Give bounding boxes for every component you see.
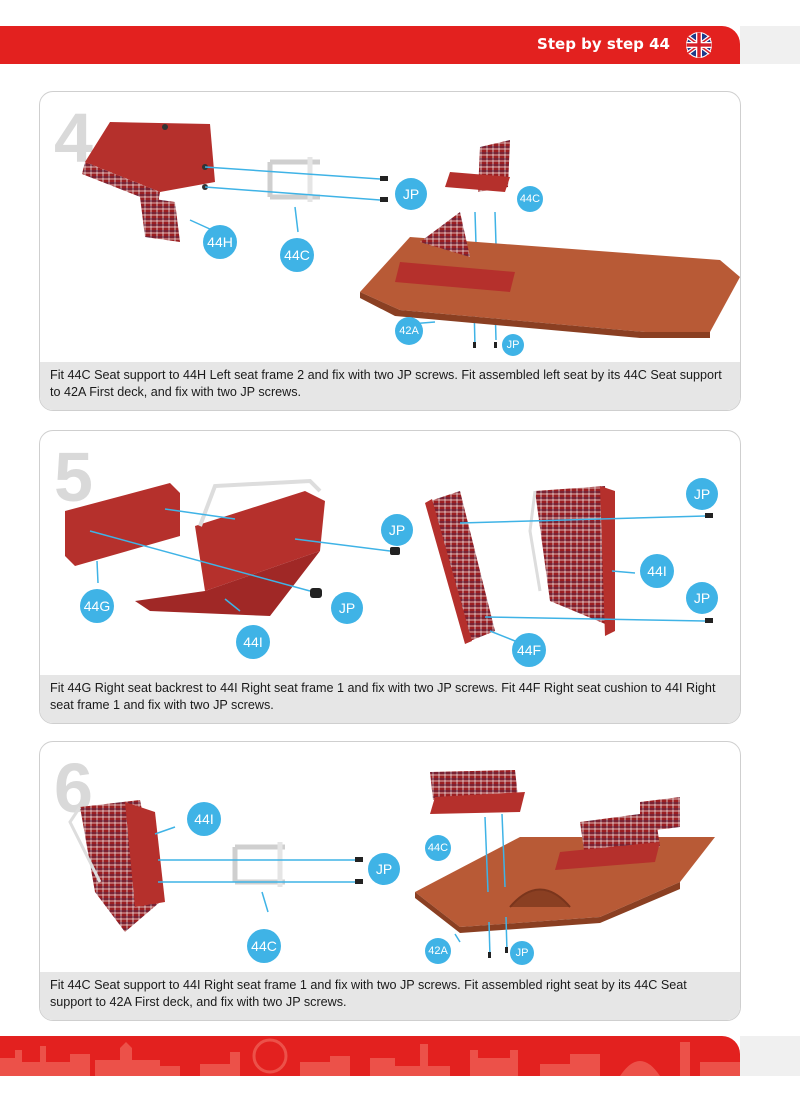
london-skyline-decoration — [0, 1038, 740, 1076]
callout-44h: 44H — [203, 225, 237, 259]
callout-jp: JP — [331, 592, 363, 624]
callout-jp: JP — [686, 478, 718, 510]
seat-frame-44h — [82, 122, 215, 242]
callout-44c: 44C — [280, 238, 314, 272]
seat-support-44c — [232, 842, 285, 887]
step-caption: Fit 44C Seat support to 44I Right seat f… — [40, 972, 740, 1020]
seat-backrest-44g — [65, 483, 180, 566]
header-edge — [740, 26, 800, 64]
callout-44c: 44C — [247, 929, 281, 963]
callout-jp: JP — [381, 514, 413, 546]
uk-flag-icon — [686, 32, 712, 58]
seat-frame-44i — [135, 478, 325, 616]
callout-44i: 44I — [640, 554, 674, 588]
seat-frame-44i — [68, 800, 165, 932]
callout-jp: JP — [502, 334, 524, 356]
callout-jp: JP — [686, 582, 718, 614]
step-6-illustration — [68, 770, 715, 958]
callout-44f: 44F — [512, 633, 546, 667]
callout-44c: 44C — [517, 186, 543, 212]
step-panel-5: 5 — [39, 430, 741, 724]
footer-edge — [740, 1036, 800, 1076]
callout-42a: 42A — [425, 938, 451, 964]
step-panel-6: 6 — [39, 741, 741, 1021]
first-deck-42a — [415, 770, 715, 933]
step-number: 5 — [54, 438, 93, 516]
callout-44i: 44I — [187, 802, 221, 836]
step-4-illustration — [82, 122, 740, 348]
step-caption: Fit 44G Right seat backrest to 44I Right… — [40, 675, 740, 723]
callout-44g: 44G — [80, 589, 114, 623]
page-title: Step by step 44 — [537, 35, 670, 53]
step-caption: Fit 44C Seat support to 44H Left seat fr… — [40, 362, 740, 410]
step-panel-4: 4 — [39, 91, 741, 411]
callout-jp: JP — [368, 853, 400, 885]
step-5-illustration — [65, 478, 713, 644]
callout-jp: JP — [395, 178, 427, 210]
header-bar: Step by step 44 — [0, 26, 740, 64]
seat-frame-44i-right — [528, 486, 615, 636]
first-deck-42a — [360, 140, 740, 338]
callout-jp: JP — [510, 941, 534, 965]
footer-bar — [0, 1036, 740, 1076]
seat-cushion-44f — [425, 491, 495, 644]
callout-44i: 44I — [236, 625, 270, 659]
callout-44c: 44C — [425, 835, 451, 861]
callout-42a: 42A — [395, 317, 423, 345]
